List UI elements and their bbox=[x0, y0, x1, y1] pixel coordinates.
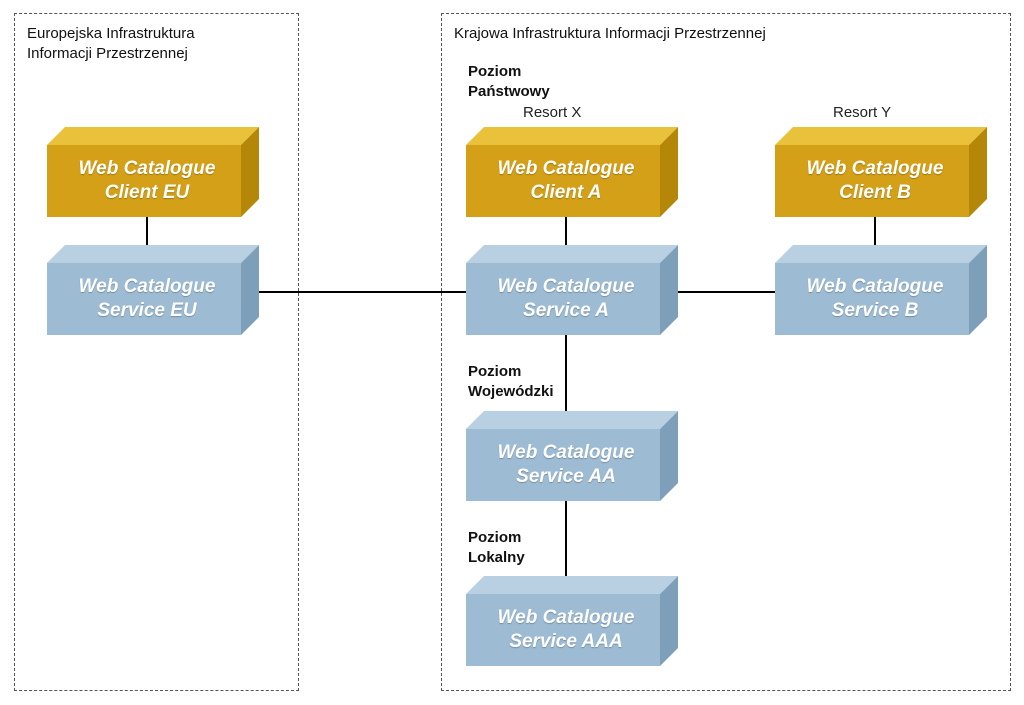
box-front-face bbox=[466, 594, 660, 666]
level-label-local: Poziom Lokalny bbox=[468, 529, 525, 566]
box-front-face bbox=[466, 429, 660, 501]
box-label: Web Catalogue Client B bbox=[806, 158, 944, 203]
box-side-face bbox=[969, 127, 987, 217]
box-top-face bbox=[47, 245, 259, 263]
box-label: Web Catalogue Client EU bbox=[78, 158, 216, 203]
web-catalogue-service-aa-box: Web Catalogue Service AA bbox=[466, 411, 678, 501]
web-catalogue-client-a-box: Web Catalogue Client A bbox=[466, 127, 678, 217]
box-side-face bbox=[660, 576, 678, 666]
web-catalogue-client-b-box: Web Catalogue Client B bbox=[775, 127, 987, 217]
box-side-face bbox=[660, 127, 678, 217]
level-label-national: Poziom Państwowy bbox=[468, 63, 550, 100]
web-catalogue-client-eu-box: Web Catalogue Client EU bbox=[47, 127, 259, 217]
box-front-face bbox=[775, 145, 969, 217]
box-top-face bbox=[466, 576, 678, 594]
web-catalogue-service-a-box: Web Catalogue Service A bbox=[466, 245, 678, 335]
box-label: Web Catalogue Service A bbox=[497, 276, 635, 321]
box-front-face bbox=[47, 263, 241, 335]
box-label: Web Catalogue Service AAA bbox=[497, 607, 635, 652]
resort-x-label: Resort X bbox=[523, 104, 582, 121]
box-top-face bbox=[466, 127, 678, 145]
box-top-face bbox=[466, 245, 678, 263]
box-front-face bbox=[47, 145, 241, 217]
box-label: Web Catalogue Client A bbox=[497, 158, 635, 203]
box-label: Web Catalogue Service EU bbox=[78, 276, 216, 321]
box-top-face bbox=[775, 245, 987, 263]
web-catalogue-service-eu-box: Web Catalogue Service EU bbox=[47, 245, 259, 335]
box-front-face bbox=[466, 263, 660, 335]
box-label: Web Catalogue Service AA bbox=[497, 442, 635, 487]
box-top-face bbox=[466, 411, 678, 429]
box-front-face bbox=[775, 263, 969, 335]
national-region-title: Krajowa Infrastruktura Informacji Przest… bbox=[454, 25, 766, 42]
level-label-voivodeship: Poziom Wojewódzki bbox=[468, 363, 554, 400]
box-top-face bbox=[47, 127, 259, 145]
eu-infrastructure-region: Europejska Infrastruktura Informacji Prz… bbox=[14, 13, 299, 691]
national-infrastructure-region: Krajowa Infrastruktura Informacji Przest… bbox=[441, 13, 1011, 691]
web-catalogue-service-aaa-box: Web Catalogue Service AAA bbox=[466, 576, 678, 666]
web-catalogue-service-b-box: Web Catalogue Service B bbox=[775, 245, 987, 335]
box-side-face bbox=[241, 127, 259, 217]
box-front-face bbox=[466, 145, 660, 217]
box-top-face bbox=[775, 127, 987, 145]
resort-y-label: Resort Y bbox=[833, 104, 892, 121]
box-side-face bbox=[660, 411, 678, 501]
box-side-face bbox=[660, 245, 678, 335]
eu-region-title: Europejska Infrastruktura Informacji Prz… bbox=[27, 25, 195, 62]
box-label: Web Catalogue Service B bbox=[806, 276, 944, 321]
box-side-face bbox=[241, 245, 259, 335]
box-side-face bbox=[969, 245, 987, 335]
